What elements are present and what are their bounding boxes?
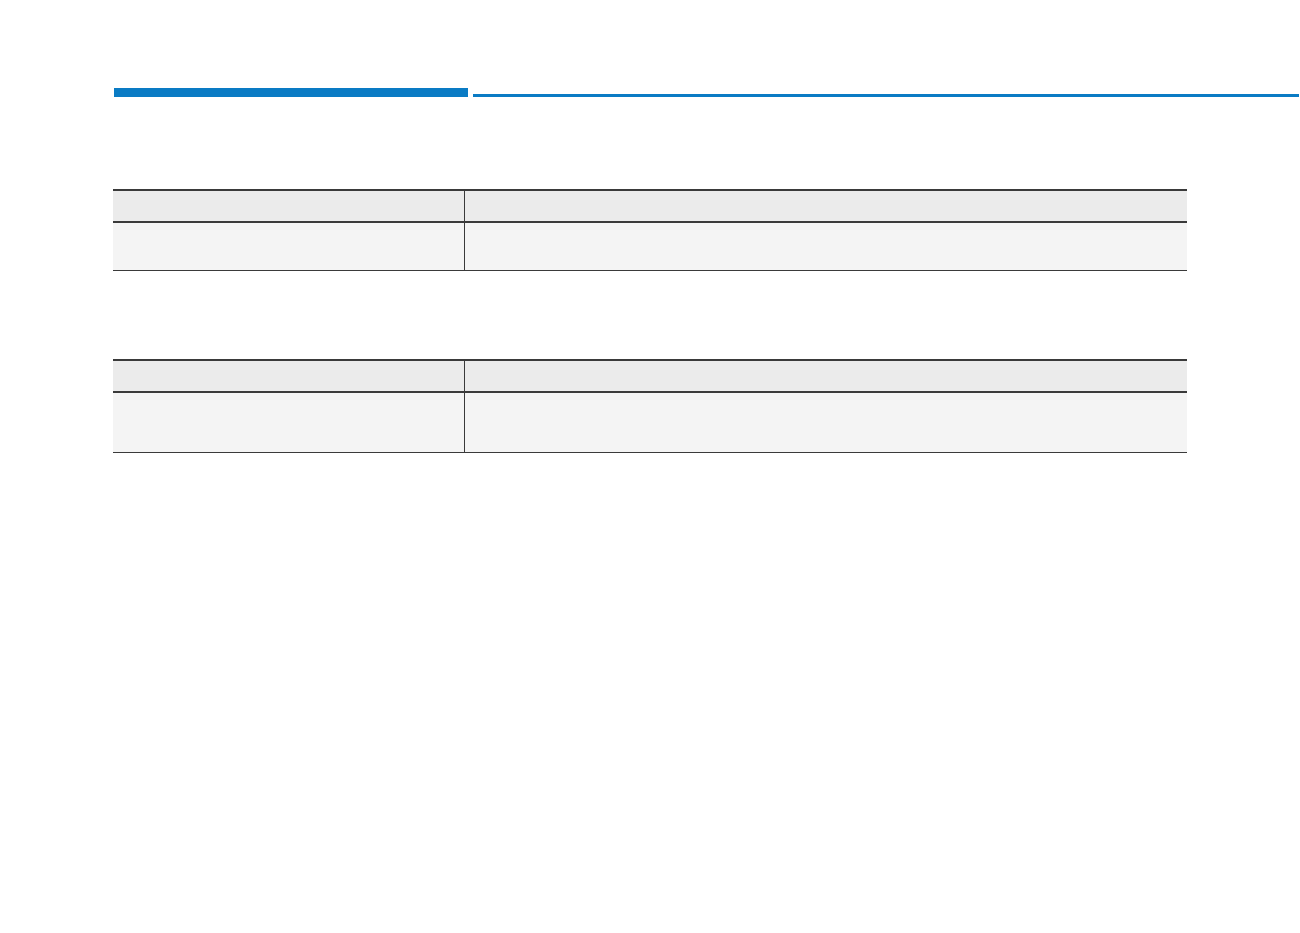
table-cell <box>113 392 465 453</box>
table-row <box>113 222 1187 271</box>
table-header-cell <box>464 189 1187 223</box>
spec-table-2 <box>113 359 1187 453</box>
table-header-row <box>113 359 1187 393</box>
table-cell <box>464 222 1187 271</box>
section-header-bar <box>114 88 468 97</box>
spec-table-1 <box>113 189 1187 271</box>
table-cell <box>464 392 1187 453</box>
table-header-cell <box>113 189 465 223</box>
table-header-cell <box>113 359 465 393</box>
table-row <box>113 392 1187 453</box>
table-header-row <box>113 189 1187 223</box>
section-header-rule <box>473 94 1299 97</box>
table-cell <box>113 222 465 271</box>
table-header-cell <box>464 359 1187 393</box>
